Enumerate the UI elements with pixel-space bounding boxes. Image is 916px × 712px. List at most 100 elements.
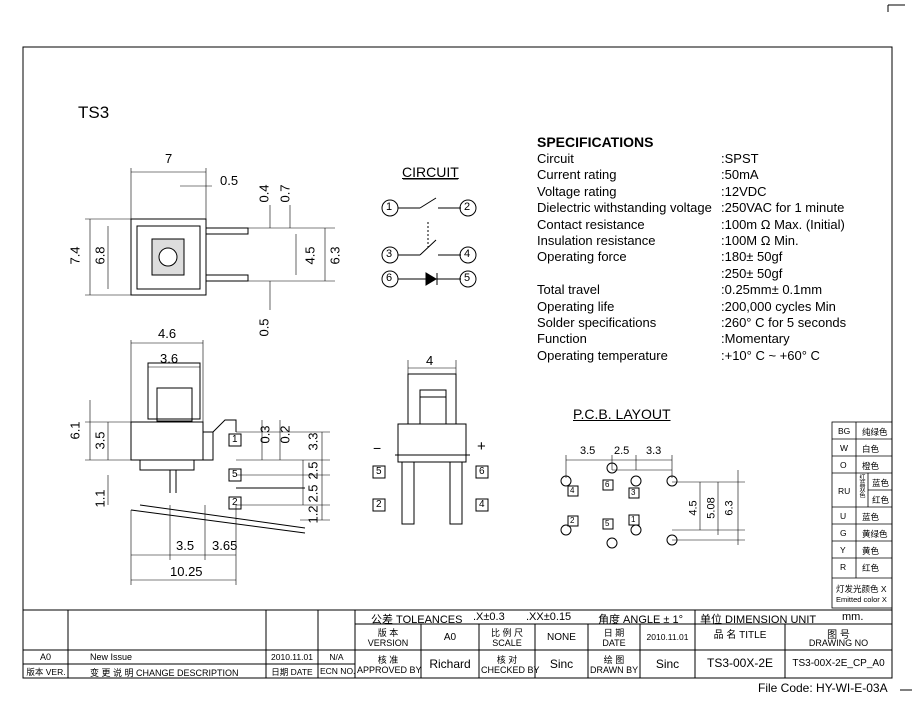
spec-value: :0.25mm± 0.1mm — [721, 282, 823, 298]
unit-value: mm. — [842, 611, 864, 623]
legend-footer-en: Emitted color X — [836, 595, 887, 604]
legend-color: 红色 — [862, 563, 880, 573]
dimension-label: 1.2 — [305, 505, 321, 524]
version-label-en: VERSION — [367, 638, 409, 648]
rev-header-version: 版本 VER. — [26, 667, 66, 677]
legend-code: RU — [838, 486, 851, 496]
spec-value: :100M Ω Min. — [721, 233, 799, 248]
rev-header-date: 日期 DATE — [271, 667, 313, 677]
pin-number: 3 — [631, 488, 636, 497]
spec-value: :200,000 cycles Min — [721, 298, 836, 314]
checked-value: Sinc — [549, 657, 574, 671]
dimension-label: 0.4 — [256, 184, 272, 203]
circuit-title: CIRCUIT — [402, 164, 459, 180]
dimension-label: 6.3 — [327, 246, 343, 265]
legend-sub: 红蓝双色 — [858, 474, 864, 498]
drawn-label-cn: 绘 图 — [603, 655, 625, 665]
rev-date: 2010.11.01 — [271, 652, 313, 662]
spec-key: Function — [537, 331, 587, 347]
pin-number: 6 — [605, 480, 610, 489]
legend-code: BG — [838, 426, 851, 436]
scale-label-cn: 比 例 尺 — [490, 628, 523, 638]
circuit-pin: 2 — [464, 201, 471, 213]
legend-color: 红色 — [872, 495, 890, 505]
rev-version: A0 — [39, 652, 51, 662]
pin-number: 1 — [631, 515, 636, 524]
circuit-pin: 1 — [386, 201, 393, 213]
dimension-label: 0.3 — [257, 425, 273, 444]
drawn-value: Sinc — [655, 657, 680, 671]
legend-code: U — [840, 511, 847, 521]
circuit-pin: 3 — [386, 248, 393, 260]
spec-value: :12VDC — [721, 183, 767, 199]
approved-label-en: APPROVED BY — [357, 665, 422, 675]
dimension-label: 4.5 — [687, 500, 700, 516]
legend-color: 黄绿色 — [862, 529, 888, 539]
dimension-label: 1.1 — [92, 489, 108, 508]
dimension-label: 3.3 — [305, 432, 321, 451]
title-value: TS3-00X-2E — [706, 656, 774, 670]
legend-code: O — [840, 460, 847, 470]
version-value: A0 — [443, 632, 457, 643]
dimension-label: 0.5 — [220, 173, 239, 188]
legend-color: 纯绿色 — [862, 427, 888, 437]
checked-label-cn: 核 对 — [496, 655, 518, 665]
dimension-label: 6.8 — [92, 246, 108, 265]
spec-value: :50mA — [721, 167, 759, 183]
circuit-pin: 6 — [386, 272, 393, 284]
tolerance-label: 公差 TOLEANCES — [371, 614, 463, 626]
legend-code: Y — [840, 545, 846, 555]
spec-key: Total travel — [537, 282, 600, 298]
pin-number: 4 — [479, 499, 485, 510]
dimension-label: 10.25 — [170, 564, 203, 579]
circuit-pin: 5 — [464, 272, 471, 284]
dimension-label: 3.6 — [160, 351, 179, 366]
drawing-no-label-en: DRAWING NO — [808, 638, 869, 648]
dimension-label: 6.1 — [67, 421, 83, 440]
spec-key: Insulation resistance — [537, 233, 656, 248]
spec-value: :260° C for 5 seconds — [721, 315, 847, 330]
top-view — [85, 168, 335, 310]
spec-key: Operating force — [537, 249, 627, 265]
pin-number: 5 — [605, 519, 610, 528]
tolerance-x: .X±0.3 — [473, 611, 505, 623]
approved-value: Richard — [429, 657, 471, 671]
spec-value: :+10° C ~ +60° C — [721, 347, 820, 363]
dimension-label: 7 — [165, 151, 173, 166]
dimension-label: 3.65 — [212, 538, 238, 553]
spec-key: Circuit — [537, 151, 574, 166]
legend-color: 蓝色 — [872, 478, 890, 488]
dimension-label: 0.5 — [256, 318, 272, 337]
spec-value: :SPST — [721, 151, 759, 166]
scale-value: NONE — [547, 632, 576, 643]
dimension-label: 3.5 — [92, 431, 108, 450]
approved-label-cn: 核 准 — [377, 655, 399, 665]
circuit-schematic — [381, 178, 477, 288]
legend-color: 橙色 — [862, 461, 880, 471]
title-block — [23, 609, 892, 678]
rev-header-ecn: ECN NO. — [320, 666, 356, 676]
rev-ecn: N/A — [329, 652, 344, 662]
dimension-label: 3.5 — [176, 538, 195, 553]
legend-code: W — [840, 443, 849, 453]
spec-key: Operating life — [537, 298, 615, 314]
dimension-label: 6.3 — [723, 500, 736, 516]
part-label: TS3 — [78, 103, 110, 122]
version-label-cn: 版 本 — [377, 628, 399, 638]
legend-color: 蓝色 — [862, 512, 880, 522]
led-legend-table — [831, 421, 893, 609]
rev-description: New Issue — [90, 652, 133, 662]
spec-key: Contact resistance — [537, 216, 645, 232]
sheet-border — [22, 46, 893, 679]
rev-header-description: 变 更 说 明 CHANGE DESCRIPTION — [90, 668, 239, 678]
circuit-pin: 4 — [464, 248, 471, 260]
side-view — [85, 340, 330, 585]
dimension-label: 4 — [426, 353, 434, 368]
pin-number: 2 — [232, 497, 238, 508]
spec-value: :250± 50gf — [721, 265, 783, 281]
front-view — [372, 360, 489, 525]
title-label: 品 名 TITLE — [713, 630, 767, 641]
pin-number: 2 — [570, 516, 575, 525]
